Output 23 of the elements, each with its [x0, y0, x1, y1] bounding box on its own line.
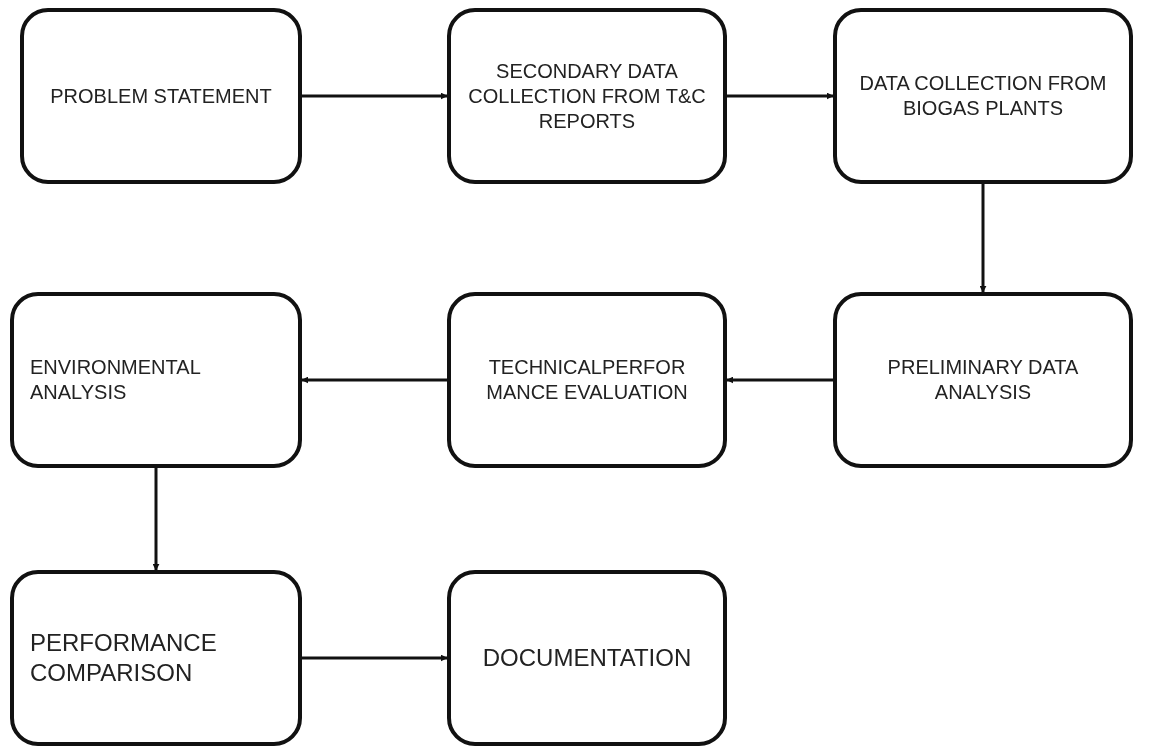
process-box: [20, 8, 302, 184]
step-label: TECHNICALPERFOR MANCE EVALUATION: [485, 355, 689, 405]
process-box: [10, 292, 302, 468]
step-label: DATA COLLECTION FROM BIOGAS PLANTS: [858, 71, 1108, 121]
arrow: [302, 92, 448, 100]
step-label: DOCUMENTATION: [482, 643, 692, 673]
arrow: [727, 92, 834, 100]
step-label: PROBLEM STATEMENT: [50, 83, 272, 109]
step-label: SECONDARY DATA COLLECTION FROM T&C REPORTS: [467, 58, 707, 134]
process-box: [833, 8, 1133, 184]
step-label: PRELIMINARY DATA ANALYSIS: [886, 355, 1080, 405]
process-box: [447, 8, 727, 184]
arrow: [302, 654, 448, 662]
process-box: [10, 570, 302, 746]
step-label: ENVIRONMENTAL ANALYSIS: [30, 355, 202, 405]
process-box: [447, 292, 727, 468]
arrow: [979, 184, 987, 293]
arrow: [152, 468, 160, 571]
process-box: [833, 292, 1133, 468]
arrow: [726, 376, 833, 384]
process-box: [447, 570, 727, 746]
arrow: [301, 376, 447, 384]
step-label: PERFORMANCE COMPARISON: [30, 628, 218, 688]
